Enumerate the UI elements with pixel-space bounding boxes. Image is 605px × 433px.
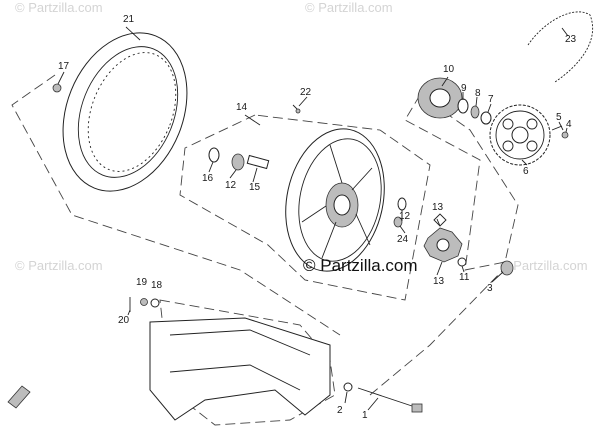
watermark-text: © Partzilla.com [305, 0, 393, 15]
outline-sprocket [404, 94, 519, 271]
part-24-washer [393, 197, 407, 228]
part-23-chain [527, 11, 594, 83]
callout-label: 14 [236, 102, 248, 113]
callout-label: 11 [459, 272, 470, 283]
callout-label: 17 [58, 61, 70, 72]
callout-label: 2 [337, 405, 343, 416]
callout-label: 1 [362, 410, 368, 421]
parts-1-2-axle [343, 382, 423, 413]
outline-tire [11, 74, 341, 336]
part-17-valve [52, 83, 62, 93]
front-arrow-icon [7, 385, 31, 409]
callout-label: 13 [432, 202, 444, 213]
callout-label: 21 [123, 14, 135, 25]
outline-wheel [179, 114, 431, 301]
watermark-text: © Partzilla.com [500, 258, 588, 273]
callout-label: 9 [461, 83, 467, 94]
callout-label: 15 [249, 182, 261, 193]
callout-label: 12 [225, 180, 237, 191]
parts-18-19-20-fasteners [129, 297, 160, 312]
part-10-sprocket-hub [417, 77, 492, 125]
callout-label: 4 [566, 119, 572, 130]
callout-labels: 21 17 14 22 16 12 15 10 9 8 7 6 5 4 23 1… [58, 14, 577, 421]
callout-label: 16 [202, 173, 214, 184]
callout-label: 19 [136, 277, 148, 288]
callout-label: 8 [475, 88, 481, 99]
part-3-washer [500, 260, 514, 276]
background-watermarks: © Partzilla.com © Partzilla.com © Partzi… [15, 0, 588, 273]
tire [62, 32, 188, 192]
parts-4-5-bolts [551, 125, 569, 139]
callout-label: 22 [300, 87, 312, 98]
wheel-rim [285, 128, 385, 272]
leader-lines [57, 26, 569, 411]
watermark-text: © Partzilla.com [15, 0, 103, 15]
callout-label: 5 [556, 112, 562, 123]
outline-axle [369, 267, 506, 396]
callout-label: 7 [488, 94, 494, 105]
callout-label: 23 [565, 34, 577, 45]
callout-label: 20 [118, 315, 130, 326]
callout-label: 12 [399, 211, 411, 222]
swingarm [149, 317, 331, 421]
watermark-text: © Partzilla.com [15, 258, 103, 273]
callout-label: 18 [151, 280, 163, 291]
hub-parts-left [208, 147, 270, 171]
part-6-sprocket [489, 104, 551, 166]
callout-label: 13 [433, 276, 445, 287]
callout-label: 3 [487, 283, 493, 294]
callout-label: 24 [397, 234, 409, 245]
callout-label: 10 [443, 64, 455, 75]
watermark-main: © Partzilla.com [303, 256, 418, 275]
part-11-nut [457, 257, 467, 267]
callout-label: 6 [523, 166, 529, 177]
part-13-damper [423, 213, 463, 263]
part-22-screw [292, 104, 301, 114]
